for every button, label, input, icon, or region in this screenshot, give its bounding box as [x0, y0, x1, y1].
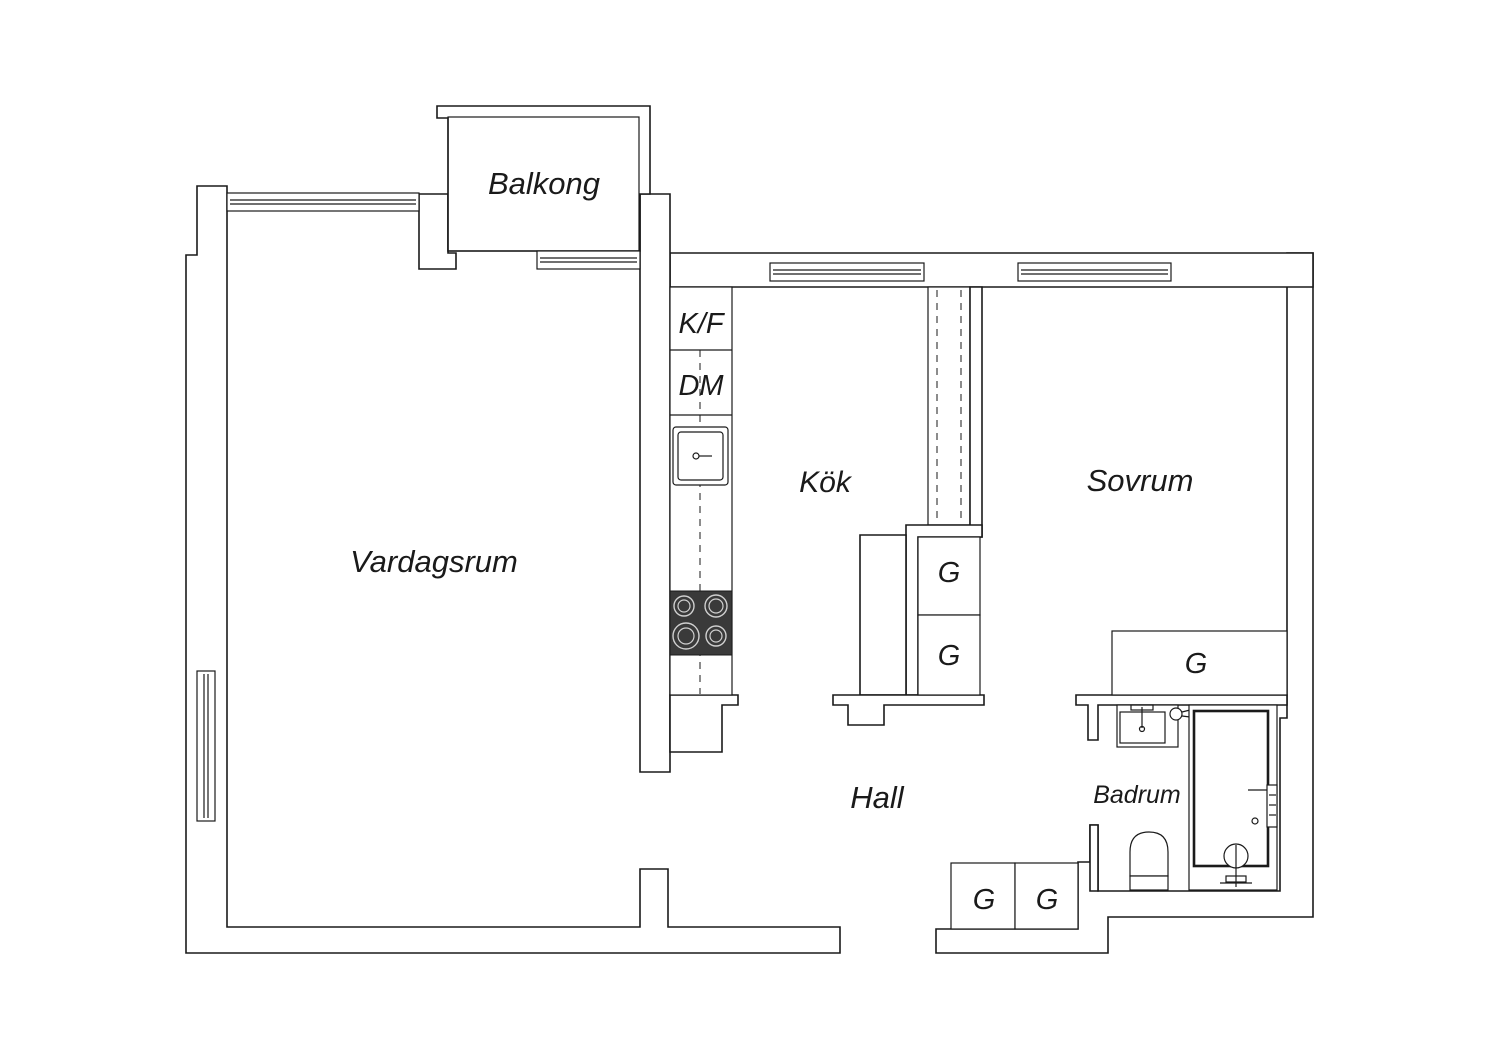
- bathroom-fixtures: [1116, 704, 1278, 891]
- label-badrum: Badrum: [1093, 781, 1181, 809]
- label-wardrobe: G: [938, 557, 961, 589]
- fixture-labels: K/F DM G G G G G: [678, 308, 1207, 916]
- kitchen-sink: [672, 426, 729, 486]
- wardrobes: [917, 536, 1288, 930]
- label-hall: Hall: [850, 780, 905, 815]
- washbasin-icon: [1116, 704, 1179, 748]
- toilet-icon: [1129, 831, 1169, 891]
- label-balkong: Balkong: [488, 166, 600, 201]
- label-sovrum: Sovrum: [1087, 463, 1194, 498]
- label-wardrobe: G: [1036, 884, 1059, 916]
- outer-walls: [185, 105, 1314, 954]
- label-kok: Kök: [799, 466, 853, 499]
- label-vardagsrum: Vardagsrum: [350, 544, 518, 579]
- stove-icon: [669, 590, 733, 656]
- kitchen-counter: [669, 286, 733, 696]
- bathtub-icon: [1188, 704, 1278, 891]
- windows: [196, 192, 1172, 822]
- label-fridge-freezer: K/F: [678, 308, 725, 340]
- label-wardrobe: G: [938, 640, 961, 672]
- room-labels: Balkong Vardagsrum Kök Sovrum Hall Badru…: [350, 166, 1193, 815]
- label-wardrobe: G: [973, 884, 996, 916]
- label-dishwasher: DM: [678, 370, 724, 402]
- label-wardrobe: G: [1185, 648, 1208, 680]
- interior-walls: [669, 286, 1288, 892]
